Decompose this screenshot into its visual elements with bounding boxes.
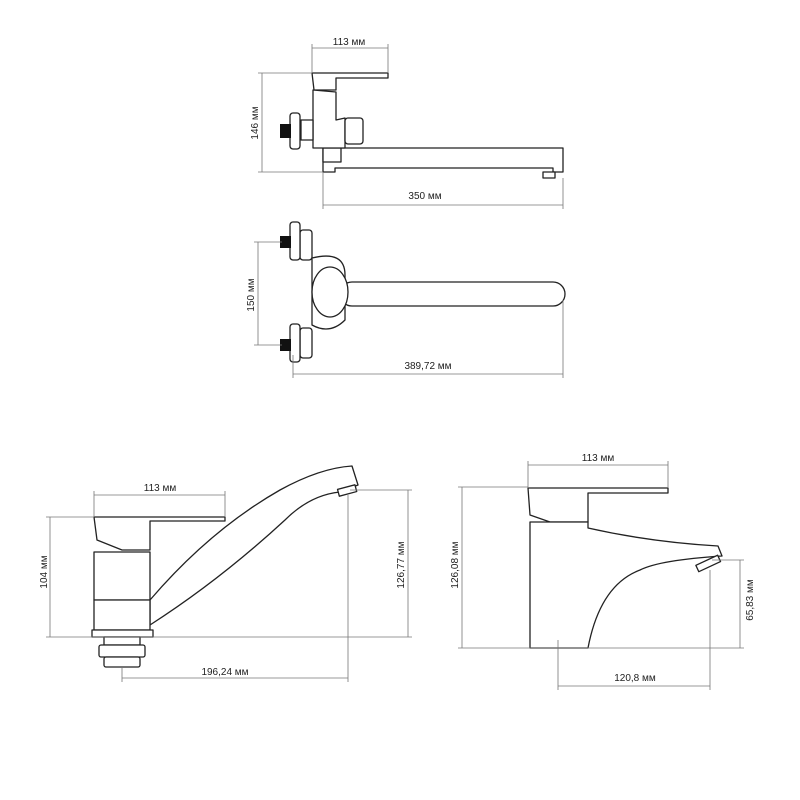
flange (289, 112, 301, 150)
spout-height-label: 126,77 мм (396, 541, 407, 588)
body (93, 551, 151, 601)
spout (149, 465, 359, 626)
width-label: 113 мм (582, 453, 615, 464)
width-label: 113 мм (144, 483, 177, 494)
wall-mixer-top-view: 150 мм 389,72 мм (246, 221, 566, 378)
height-label: 126,08 мм (450, 541, 461, 588)
spacing-label: 150 мм (246, 278, 257, 311)
aerator (695, 554, 722, 573)
inlet (280, 124, 291, 138)
eccentric-nut (300, 119, 314, 141)
reach-label: 196,24 мм (201, 667, 248, 678)
height-label: 104 мм (39, 555, 50, 588)
spout (322, 147, 564, 173)
outlet (344, 117, 364, 145)
spout-height-label: 65,83 мм (745, 579, 756, 621)
lever (93, 516, 226, 551)
length-label: 389,72 мм (404, 361, 451, 372)
spout-label: 350 мм (408, 191, 441, 202)
width-label: 113 мм (333, 37, 366, 48)
lever (311, 266, 349, 318)
eccentric-bottom (280, 323, 313, 363)
height-label: 146 мм (250, 106, 261, 139)
body (529, 521, 723, 649)
basin-mixer-view: 113 мм 126,08 мм 65,83 мм 120,8 мм (450, 453, 756, 690)
spout (339, 281, 566, 307)
sink-mixer-view: 113 мм 104 мм 126,77 мм 196,24 мм (39, 465, 412, 682)
reach-label: 120,8 мм (614, 673, 656, 684)
wall-mixer-side-view: 113 мм 146 мм 350 мм (250, 37, 564, 209)
body (312, 89, 346, 149)
eccentric-top (280, 221, 313, 261)
lever (527, 487, 669, 523)
lever (311, 72, 389, 91)
